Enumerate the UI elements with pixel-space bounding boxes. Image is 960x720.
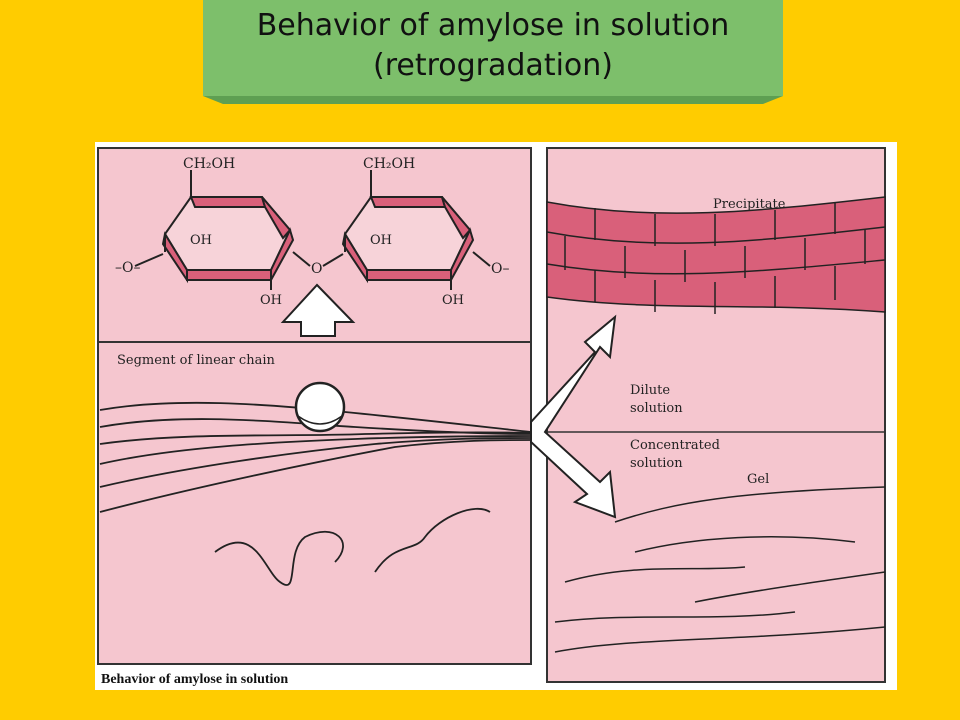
precipitate-bricks <box>546 196 886 314</box>
segment-label: Segment of linear chain <box>117 353 275 368</box>
glucose-ring-2 <box>341 170 475 290</box>
gel-label: Gel <box>747 472 769 487</box>
slide-title-box: Behavior of amylose in solution (retrogr… <box>203 0 783 104</box>
slide-title: Behavior of amylose in solution (retrogr… <box>203 6 783 86</box>
o-left-label: –O– <box>115 260 140 276</box>
glucose-ring-1 <box>161 170 295 290</box>
oh-label-1b: OH <box>260 293 282 308</box>
oh-label-2a: OH <box>370 233 392 248</box>
ch2oh-label-1: CH₂OH <box>183 156 235 172</box>
ch2oh-label-2: CH₂OH <box>363 156 415 172</box>
dilute-label-1: Dilute <box>630 383 670 398</box>
chain-bead <box>294 381 346 433</box>
branch-arrows <box>530 314 617 519</box>
amylose-figure: CH₂OH CH₂OH OH OH OH OH –O– O O– Segment… <box>95 142 897 690</box>
amylose-diagram: CH₂OH CH₂OH OH OH OH OH –O– O O– Segment… <box>97 147 886 687</box>
title-box-shape <box>203 0 783 104</box>
glycosidic-bonds <box>134 251 491 267</box>
o-mid-label: O <box>311 261 322 277</box>
slide-title-line2: (retrogradation) <box>373 48 613 83</box>
slide-title-line1: Behavior of amylose in solution <box>256 8 730 43</box>
amylose-chains <box>99 401 532 586</box>
oh-label-1a: OH <box>190 233 212 248</box>
figure-caption: Behavior of amylose in solution <box>101 672 288 687</box>
precipitate-label: Precipitate <box>713 197 786 212</box>
o-right-label: O– <box>491 261 509 277</box>
oh-label-2b: OH <box>442 293 464 308</box>
dilute-label-2: solution <box>630 401 683 416</box>
gel-lines <box>554 486 886 653</box>
up-arrow <box>280 283 356 337</box>
concentrated-label-1: Concentrated <box>630 438 720 453</box>
concentrated-label-2: solution <box>630 456 683 471</box>
